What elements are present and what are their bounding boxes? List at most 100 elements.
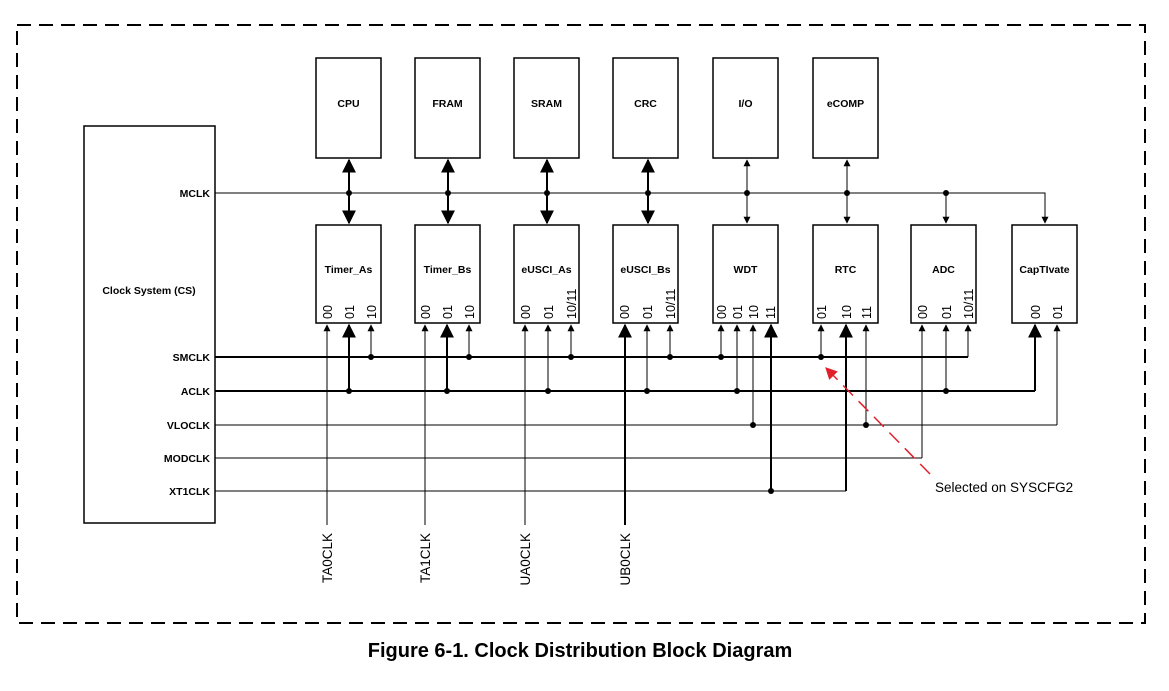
pin-label-rtc-01: 01: [815, 305, 829, 319]
peripheral-adc-box: [910, 224, 977, 324]
pin-label-eusci-bs-00: 00: [618, 305, 632, 319]
mclk-junction-4: [645, 190, 651, 196]
peripheral-adc-label: ADC: [932, 264, 955, 276]
block-crc: CRC: [612, 57, 679, 159]
dot-eusci-as-smclk: [568, 354, 574, 360]
dot-timer-as-smclk: [368, 354, 374, 360]
signal-label-mclk: MCLK: [180, 188, 211, 200]
peripheral-eusci-bs-label: eUSCI_Bs: [620, 264, 670, 276]
peripheral-timer-bs-label: Timer_Bs: [424, 264, 472, 276]
pin-label-adc-01: 01: [940, 305, 954, 319]
connection-wires: [342, 158, 1061, 494]
pin-label-timer-as-00: 00: [321, 305, 335, 319]
dot-timer-bs-smclk: [466, 354, 472, 360]
dot-timer-bs-aclk: [444, 388, 450, 394]
pin-label-wdt-11: 11: [764, 306, 778, 319]
dot-adc-aclk: [943, 388, 949, 394]
pin-label-wdt-00: 00: [715, 305, 729, 319]
peripheral-wdt-label: WDT: [734, 264, 758, 276]
pin-label-adc-10-11: 10/11: [962, 289, 976, 319]
peripheral-wdt-box: [712, 224, 779, 324]
clock-system-label: Clock System (CS): [102, 285, 195, 297]
peripheral-timer-as-label: Timer_As: [325, 264, 373, 276]
annotation-text: Selected on SYSCFG2: [935, 480, 1073, 495]
peripheral-eusci-bs: eUSCI_Bs 00 01 10/11: [612, 224, 679, 324]
pin-label-rtc-11: 11: [860, 306, 874, 319]
dot-eusci-bs-smclk: [667, 354, 673, 360]
pin-label-wdt-10: 10: [747, 305, 761, 319]
block-crc-box: [612, 57, 679, 159]
mclk-junction-3: [544, 190, 550, 196]
block-fram: FRAM: [414, 57, 481, 159]
block-i-o-label: I/O: [738, 98, 752, 110]
peripheral-captivate-label: CapTIvate: [1019, 264, 1069, 276]
mclk-junction-5: [744, 190, 750, 196]
peripheral-captivate-box: [1011, 224, 1078, 324]
pin-label-eusci-bs-10-11: 10/11: [664, 289, 678, 319]
dot-wdt-aclk: [734, 388, 740, 394]
block-i-o-box: [712, 57, 779, 159]
block-fram-box: [414, 57, 481, 159]
peripheral-timer-bs-box: [414, 224, 481, 324]
signal-label-xt1clk: XT1CLK: [169, 486, 210, 498]
peripheral-timer-bs: Timer_Bs 00 01 10: [414, 224, 481, 324]
mclk-to-captivate: [946, 192, 1049, 224]
dot-eusci-bs-aclk: [644, 388, 650, 394]
pin-label-rtc-10: 10: [840, 305, 854, 319]
pin-label-wdt-01: 01: [731, 305, 745, 319]
pin-label-timer-bs-10: 10: [463, 305, 477, 319]
block-ecomp-box: [812, 57, 879, 159]
dot-wdt-smclk: [718, 354, 724, 360]
peripheral-timer-as-box: [315, 224, 382, 324]
pin-label-eusci-as-00: 00: [519, 305, 533, 319]
dot-timer-as-aclk: [346, 388, 352, 394]
outer-dashed-border: [16, 24, 1146, 624]
ext-label-ta1clk: TA1CLK: [418, 533, 433, 583]
external-clock-inputs: TA0CLK TA1CLK UA0CLK UB0CLK: [320, 323, 633, 586]
pin-label-eusci-as-01: 01: [542, 305, 556, 319]
block-ecomp: eCOMP: [812, 57, 879, 159]
peripheral-rtc-label: RTC: [835, 264, 857, 276]
dot-eusci-as-aclk: [545, 388, 551, 394]
peripheral-captivate: CapTIvate 00 01: [1011, 224, 1078, 324]
pin-label-timer-as-10: 10: [365, 305, 379, 319]
pin-label-eusci-bs-01: 01: [641, 305, 655, 319]
pin-label-captivate-01: 01: [1051, 305, 1065, 319]
block-sram-box: [513, 57, 580, 159]
block-cpu-box: [315, 57, 382, 159]
figure-caption: Figure 6-1. Clock Distribution Block Dia…: [367, 640, 793, 662]
annotation-arrow: [825, 367, 931, 475]
dot-wdt-vloclk: [750, 422, 756, 428]
peripheral-eusci-bs-box: [612, 224, 679, 324]
block-cpu: CPU: [315, 57, 382, 159]
peripheral-rtc-box: [812, 224, 879, 324]
signal-label-aclk: ACLK: [181, 386, 211, 398]
signal-label-smclk: SMCLK: [173, 352, 211, 364]
signal-label-vloclk: VLOCLK: [167, 420, 211, 432]
peripheral-eusci-as-box: [513, 224, 580, 324]
pin-label-captivate-00: 00: [1029, 305, 1043, 319]
dot-wdt-xt1clk: [768, 488, 774, 494]
ext-label-ta0clk: TA0CLK: [320, 533, 335, 583]
clock-system-block: Clock System (CS): [83, 125, 216, 524]
pin-label-timer-bs-00: 00: [419, 305, 433, 319]
ext-label-ua0clk: UA0CLK: [518, 533, 533, 586]
block-crc-label: CRC: [634, 98, 657, 110]
ext-label-ub0clk: UB0CLK: [618, 533, 633, 586]
block-i-o: I/O: [712, 57, 779, 159]
block-cpu-label: CPU: [337, 98, 359, 110]
mclk-junction-6: [844, 190, 850, 196]
dot-rtc-vloclk: [863, 422, 869, 428]
peripheral-rtc: RTC 01 10 11: [812, 224, 879, 324]
dot-rtc-smclk: [818, 354, 824, 360]
peripheral-eusci-as-label: eUSCI_As: [521, 264, 571, 276]
mclk-junction-1: [346, 190, 352, 196]
pin-label-timer-bs-01: 01: [441, 305, 455, 319]
